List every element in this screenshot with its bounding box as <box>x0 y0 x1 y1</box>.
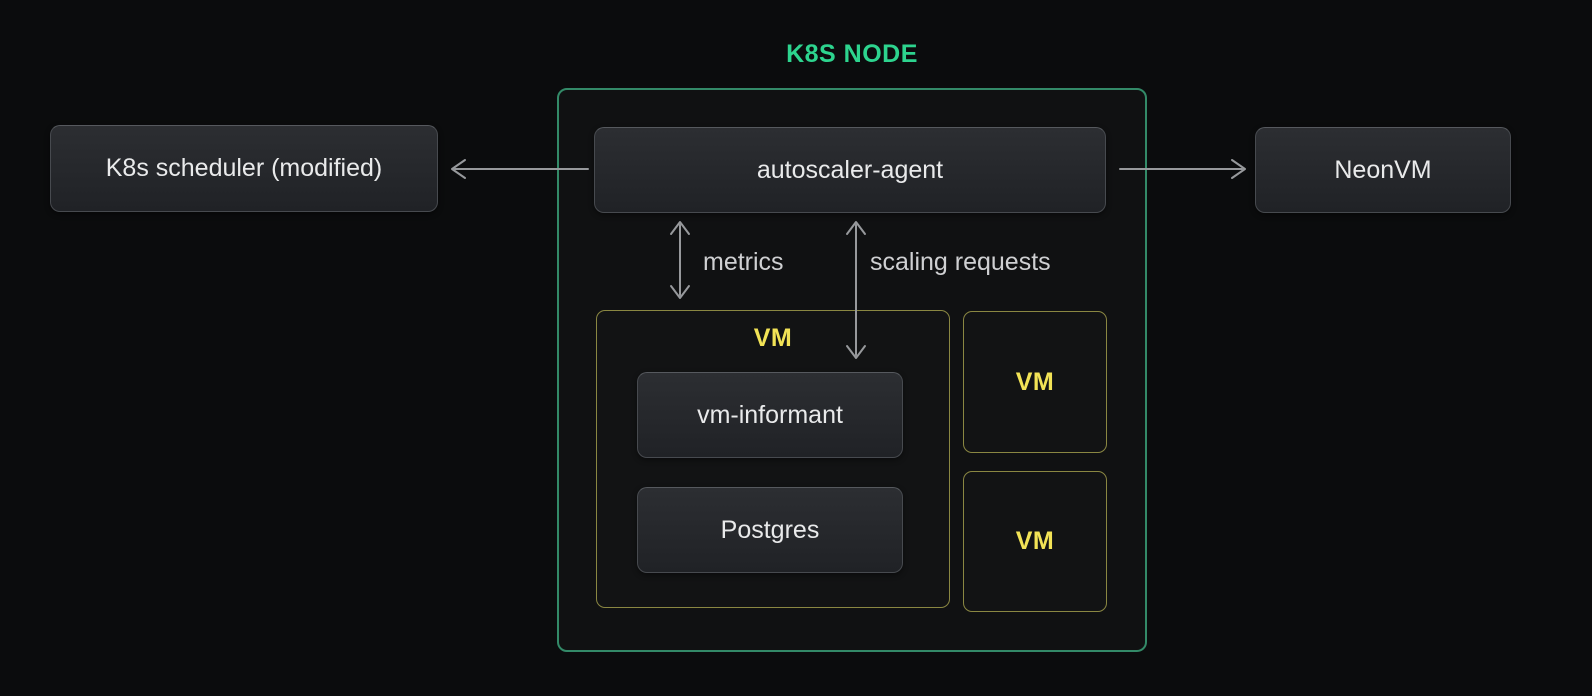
node-postgres-label: Postgres <box>720 515 820 544</box>
vm-group-box: VM <box>596 310 950 608</box>
edge-label-scaling-requests: scaling requests <box>870 248 1051 276</box>
node-k8s-scheduler-label: K8s scheduler (modified) <box>105 154 383 182</box>
vm-box-top: VM <box>963 311 1107 453</box>
vm-box-bottom: VM <box>963 471 1107 612</box>
k8s-node-title: K8S NODE <box>786 40 918 68</box>
node-postgres: Postgres <box>637 487 903 573</box>
node-neonvm: NeonVM <box>1255 127 1511 213</box>
vm-box-top-label: VM <box>1015 367 1055 396</box>
node-vm-informant: vm-informant <box>637 372 903 458</box>
node-vm-informant-label: vm-informant <box>697 400 843 429</box>
node-autoscaler-agent-label: autoscaler-agent <box>756 155 944 184</box>
edge-label-metrics: metrics <box>703 248 784 276</box>
vm-group-label: VM <box>753 324 793 352</box>
node-k8s-scheduler: K8s scheduler (modified) <box>50 125 438 212</box>
vm-box-bottom-label: VM <box>1015 527 1055 555</box>
node-autoscaler-agent: autoscaler-agent <box>594 127 1106 213</box>
node-neonvm-label: NeonVM <box>1334 155 1432 184</box>
